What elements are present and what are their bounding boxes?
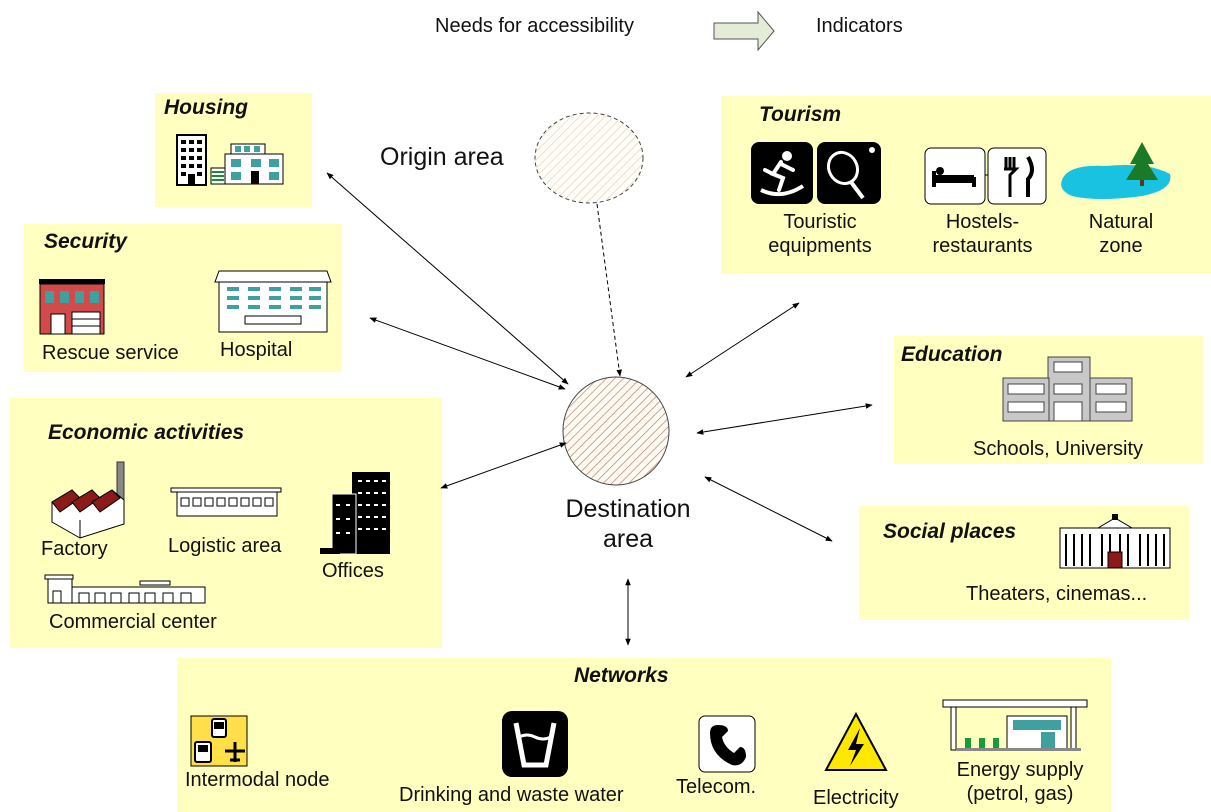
factory-label: Factory [41,538,108,560]
security-title: Security [44,230,127,253]
telephone-icon [698,715,756,773]
office-towers-icon [320,472,390,555]
education-title: Education [901,343,1003,366]
networks-title: Networks [574,664,669,687]
security-arrow [369,317,566,390]
theaters-cinemas-label: Theaters, cinemas... [966,583,1148,605]
hostels-line1: Hostels- [945,211,1020,233]
logistic-area-label: Logistic area [168,535,282,557]
intermodal-node-icon [190,715,248,767]
legend-arrow-icon [713,10,775,52]
legend-needs-label: Needs for accessibility [435,15,634,37]
plane-icon [225,742,245,762]
touristic-equipments-label: Touristic equipments [745,210,895,258]
housing-arrow [326,172,569,385]
legend-indicators-label: Indicators [816,15,903,37]
gas-station-icon [942,699,1088,751]
hostels-line2: restaurants [932,235,1033,257]
touristic-line2: equipments [768,235,872,257]
natural-zone-icon [1061,142,1171,199]
energy-supply-label: Energy supply (petrol, gas) [938,758,1102,806]
rescue-service-label: Rescue service [42,342,179,364]
electricity-warning-icon [824,711,888,771]
origin-area-label: Origin area [380,143,504,171]
tourism-arrow [685,302,800,378]
destination-area-label: Destination area [540,494,716,554]
economic-arrow [440,442,567,489]
natural-line2: zone [1099,235,1143,257]
destination-line2: area [602,525,654,553]
theater-building-icon [1059,514,1171,569]
factory-icon [51,461,125,539]
natural-zone-label: Natural zone [1066,210,1176,258]
house-icon [210,143,284,185]
touristic-equipment-icons [751,142,881,204]
energy-line1: Energy supply [956,759,1084,781]
natural-line1: Natural [1088,211,1154,233]
warehouse-icon [170,487,282,517]
electricity-label: Electricity [813,787,899,809]
commercial-center-icon [44,574,206,604]
social-places-title: Social places [883,520,1017,543]
economic-activities-title: Economic activities [48,421,245,444]
tourism-title: Tourism [759,103,842,126]
hospital-label: Hospital [220,339,293,361]
education-arrow [696,403,873,435]
hospital-icon [214,270,332,333]
social-arrow [704,476,833,542]
fork-knife-icon [987,147,1047,205]
energy-line2: (petrol, gas) [966,783,1074,805]
school-university-icon [1002,356,1133,422]
apartment-building-icon [176,134,207,186]
water-glass-icon [502,711,568,777]
hostel-restaurant-icons [924,147,1047,205]
fire-station-icon [39,279,105,335]
water-label: Drinking and waste water [399,784,624,806]
commercial-center-label: Commercial center [49,611,217,633]
schools-university-label: Schools, University [973,438,1144,460]
destination-line1: Destination [565,495,691,523]
offices-label: Offices [322,560,384,582]
destination-area-ellipse [562,376,670,486]
telecom-label: Telecom. [676,776,757,798]
housing-title: Housing [164,96,248,119]
origin-destination-arrow [596,203,622,377]
hostels-restaurants-label: Hostels- restaurants [915,210,1050,258]
intermodal-node-label: Intermodal node [185,769,330,791]
touristic-line1: Touristic [783,211,857,233]
origin-area-ellipse [534,112,644,204]
